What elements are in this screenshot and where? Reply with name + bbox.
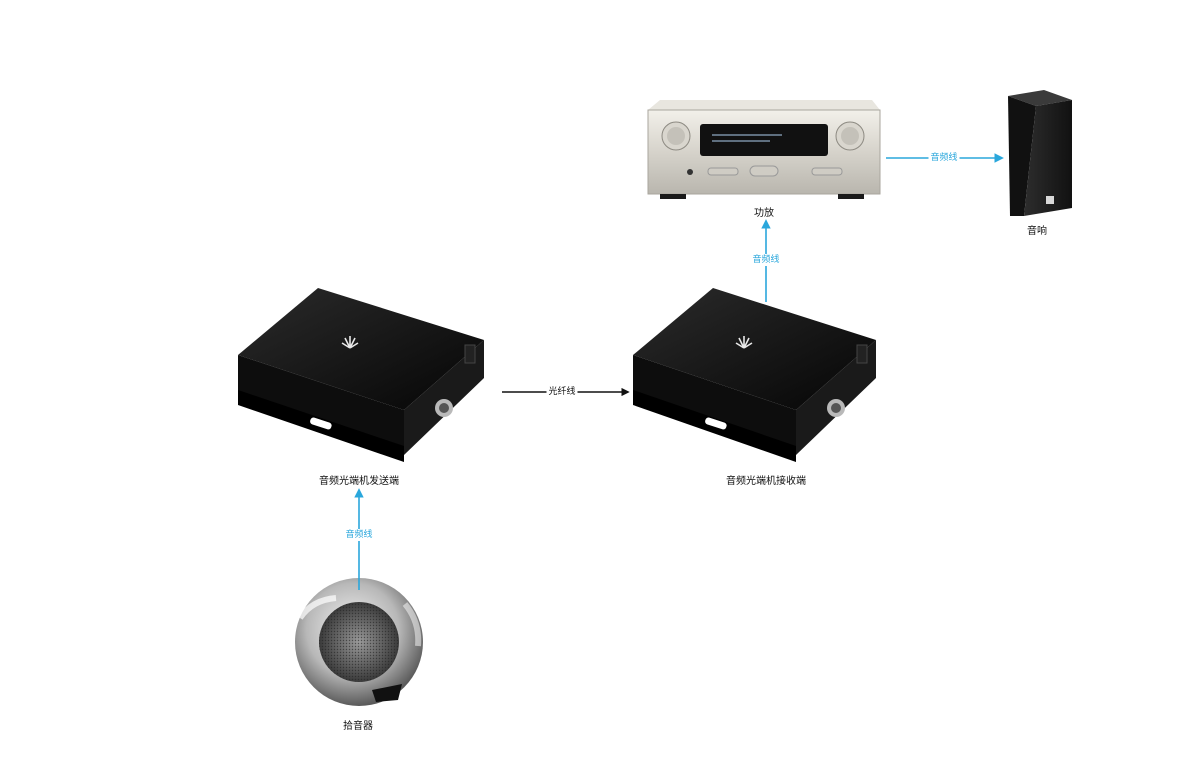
speaker-device — [1008, 90, 1072, 216]
mic-to-tx-line-label: 音频线 — [343, 529, 375, 541]
amplifier-device — [647, 100, 881, 199]
amp-to-speaker-line-label: 音频线 — [928, 152, 960, 164]
kuwei-logo-icon — [735, 336, 753, 349]
transmitter-device — [238, 288, 484, 462]
speaker-label: 音响 — [1027, 226, 1047, 237]
receiver-device — [633, 288, 876, 462]
microphone-label: 拾音器 — [343, 721, 373, 732]
receiver-label: 音频光端机接收端 — [726, 476, 806, 487]
transmitter-label: 音频光端机发送端 — [319, 476, 399, 487]
amplifier-label: 功放 — [754, 208, 774, 219]
tx-to-rx-line-label: 光纤线 — [546, 386, 578, 398]
kuwei-logo-icon — [341, 336, 359, 349]
rx-to-amp-line-label: 音频线 — [750, 254, 782, 266]
microphone-device — [295, 578, 423, 706]
